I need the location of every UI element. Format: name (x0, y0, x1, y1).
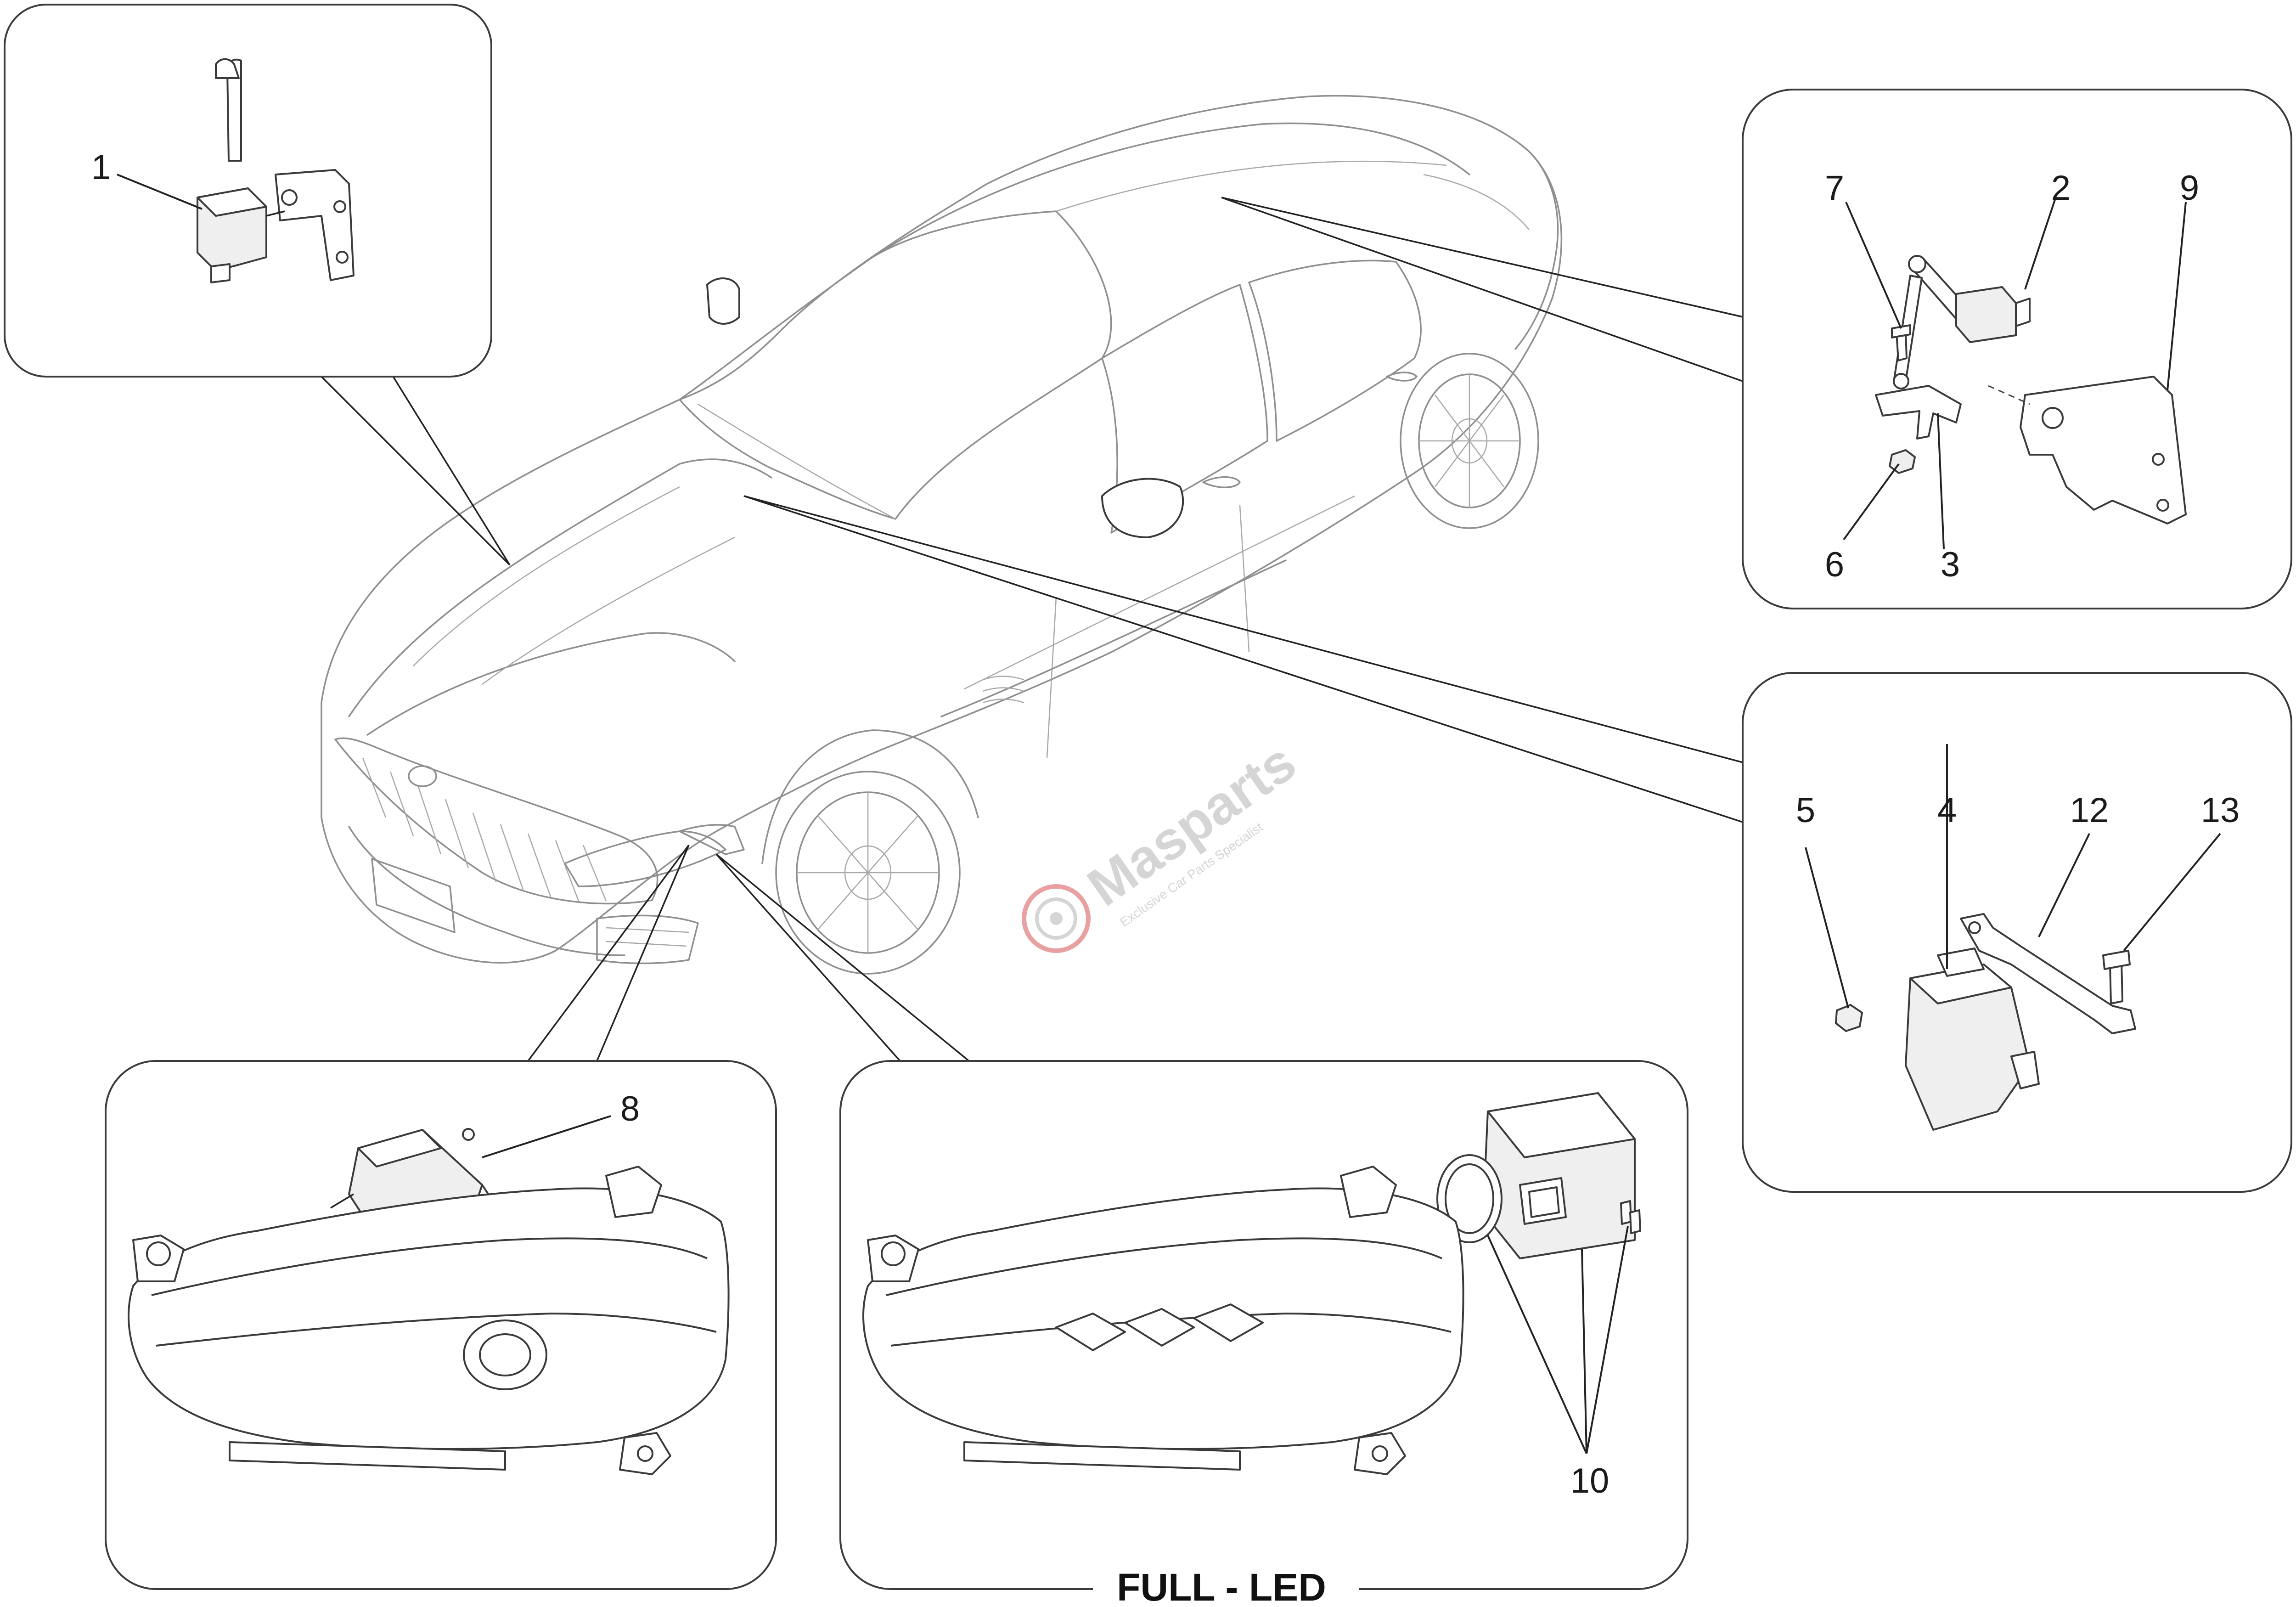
callout-12: 12 (2070, 791, 2109, 830)
detail-box-headlight-full-led (839, 1060, 1688, 1590)
callout-5: 5 (1796, 791, 1815, 830)
watermark-logo-icon (1022, 884, 1091, 953)
detail-box-height-sensor (4, 4, 492, 378)
callout-13: 13 (2201, 791, 2240, 830)
callout-leaders (117, 174, 2221, 1454)
watermark-title: Masparts (1077, 732, 1306, 918)
watermark: Masparts Exclusive Car Parts Specialist (1022, 732, 1306, 953)
callout-9: 9 (2180, 169, 2199, 208)
callout-labels: 1 2 3 4 5 6 7 8 9 10 12 13 (91, 148, 2240, 1500)
car-illustration (321, 95, 1563, 975)
callout-10: 10 (1570, 1461, 1609, 1500)
callout-3: 3 (1941, 545, 1960, 584)
caption-group: FULL - LED (1093, 1559, 1359, 1607)
callout-1: 1 (91, 148, 111, 187)
detail-box-headlight-xenon (105, 1060, 777, 1590)
callout-6: 6 (1825, 545, 1844, 584)
callout-2: 2 (2051, 169, 2071, 208)
callout-7: 7 (1825, 169, 1844, 208)
detail-box-rear-sensor (1742, 89, 2292, 609)
caption-full-led: FULL - LED (1117, 1566, 1326, 1605)
callout-4: 4 (1937, 791, 1957, 830)
pointer-lines (316, 197, 1743, 1062)
callout-8: 8 (620, 1089, 640, 1128)
detail-box-control-unit (1742, 672, 2292, 1193)
